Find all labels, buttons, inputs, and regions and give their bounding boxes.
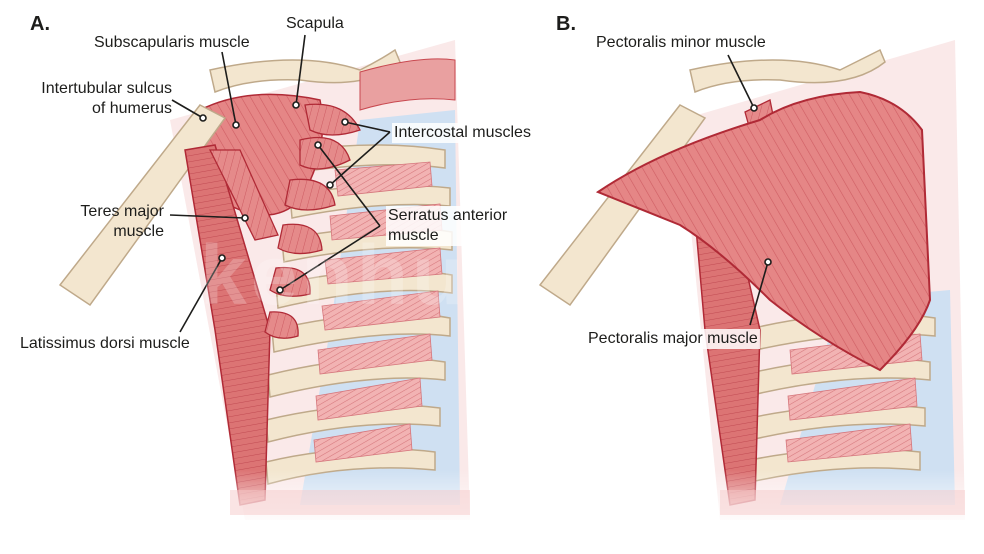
leader-subscapularis [221, 51, 237, 126]
leader-lines [169, 34, 769, 333]
leader-intercostal-1 [344, 121, 391, 133]
clavicle-b [689, 48, 886, 94]
label-serratus: Serratus anterior muscle [386, 206, 510, 246]
pectoralis-major [595, 90, 932, 372]
leader-serratus-2 [279, 225, 381, 291]
leader-dots [199, 101, 772, 294]
teres-major [208, 149, 279, 241]
label-subscapularis: Subscapularis muscle [94, 34, 250, 51]
label-intertubular-line2: of humerus [91, 100, 172, 117]
leader-teres [169, 214, 246, 219]
label-serratus-line1: Serratus anterior [388, 207, 508, 224]
clavicle-a [209, 48, 401, 94]
label-teres-line1: Teres major [80, 203, 164, 220]
leader-serratus-1 [317, 144, 381, 227]
label-scapula: Scapula [286, 15, 344, 32]
label-pectoralis-major: Pectoralis major muscle [586, 329, 760, 349]
leader-scapula [295, 34, 306, 106]
leader-latissimus [179, 257, 223, 333]
panel-letter-b: B. [556, 13, 576, 35]
humerus-a [58, 104, 227, 307]
leader-intercostal-2 [329, 131, 391, 186]
label-teres: Teres major muscle [40, 202, 164, 242]
label-intercostal: Intercostal muscles [392, 123, 533, 143]
panel-letter-a: A. [30, 13, 50, 35]
panel-b-illustration [538, 40, 970, 520]
label-serratus-line2: muscle [388, 227, 439, 244]
label-pectoralis-minor: Pectoralis minor muscle [596, 34, 766, 51]
label-latissimus: Latissimus dorsi muscle [20, 335, 190, 352]
label-intertubular-line1: Intertubular sulcus [41, 80, 172, 97]
leader-pectoralis-minor [727, 54, 755, 109]
leader-intertubular [171, 99, 204, 119]
leader-pectoralis-major [749, 261, 769, 326]
label-intertubular: Intertubular sulcus of humerus [8, 79, 172, 119]
label-teres-line2: muscle [113, 223, 164, 240]
